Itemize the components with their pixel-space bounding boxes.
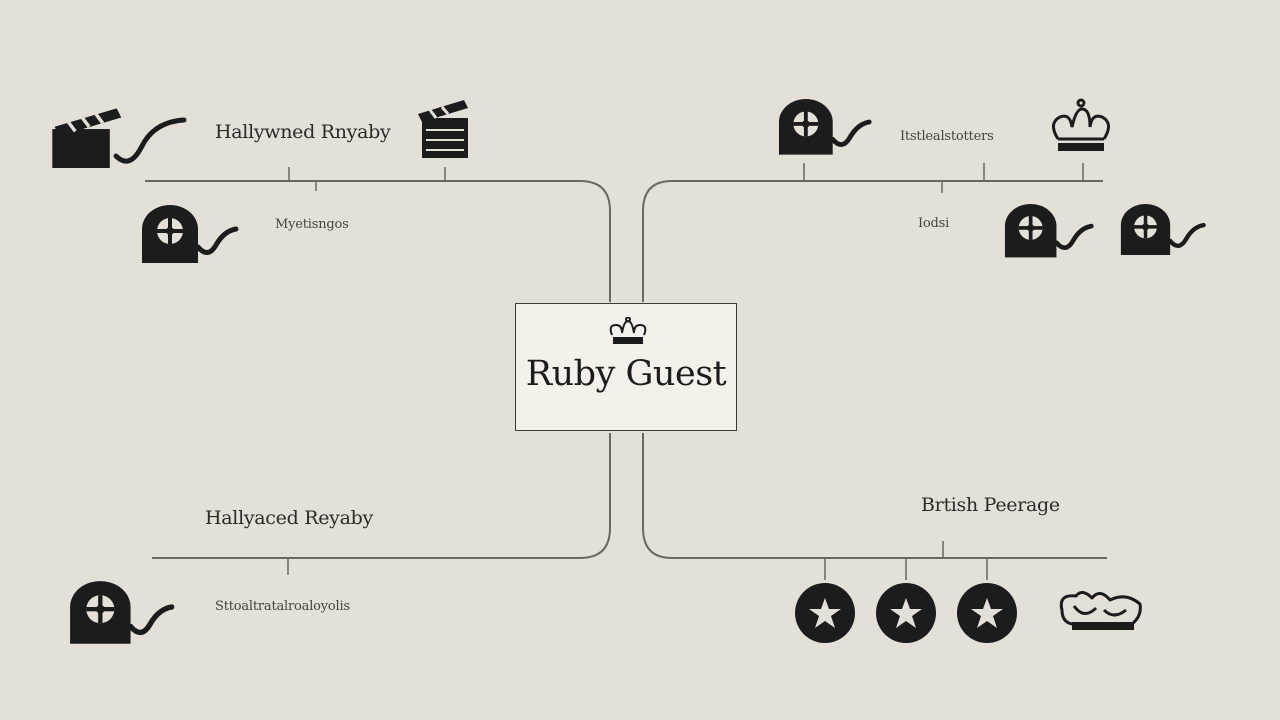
crown-icon bbox=[609, 317, 647, 344]
film-reel-icon bbox=[69, 580, 189, 650]
center-title: Ruby Guest bbox=[525, 354, 727, 394]
branch-sub-top-right: Iodsi bbox=[918, 216, 950, 231]
connector-top-right bbox=[642, 180, 1103, 302]
center-node[interactable]: Ruby Guest bbox=[515, 303, 737, 431]
star-badge-icon bbox=[876, 583, 936, 643]
star-badge-icon bbox=[795, 583, 855, 643]
clapperboard-film-icon bbox=[50, 106, 187, 168]
connector-top-left bbox=[145, 180, 611, 302]
crown-icon bbox=[1052, 98, 1110, 151]
branch-title-bottom-left: Hallyaced Reyaby bbox=[205, 507, 373, 529]
star-badge-icon bbox=[957, 583, 1017, 643]
branch-title-top-right: Itstlealstotters bbox=[900, 129, 994, 144]
connector-bottom-left bbox=[152, 433, 611, 559]
film-reel-icon bbox=[141, 204, 251, 270]
branch-sub-bottom-left: Sttoaltratalroaloyolis bbox=[215, 599, 350, 614]
film-reel-icon bbox=[1120, 204, 1220, 266]
clapperboard-icon bbox=[418, 100, 468, 158]
film-reel-icon bbox=[1004, 204, 1104, 266]
branch-sub-top-left: Myetisngos bbox=[275, 217, 349, 232]
branch-title-top-left: Hallywned Rnyaby bbox=[215, 121, 391, 143]
connector-bottom-right bbox=[642, 433, 1107, 559]
branch-title-bottom-right: Brtish Peerage bbox=[921, 494, 1060, 516]
film-reel-icon bbox=[778, 98, 878, 160]
crown-sketch-icon bbox=[1059, 591, 1142, 630]
